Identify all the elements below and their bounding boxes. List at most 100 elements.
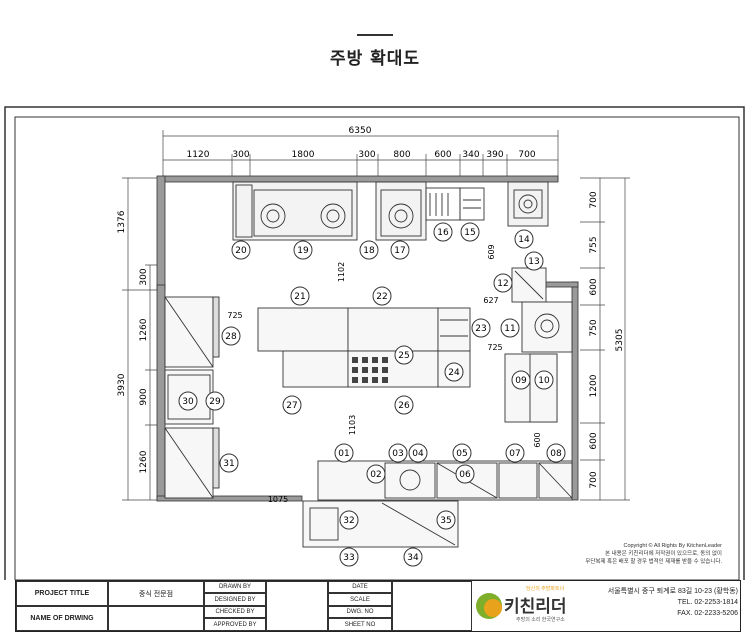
dim-right-600a: 600	[589, 278, 599, 295]
equipment-label-27: 27	[282, 395, 302, 415]
equipment-label-09: 09	[511, 370, 531, 390]
project-title-label: PROJECT TITLE	[16, 581, 108, 606]
svg-text:13: 13	[528, 257, 539, 267]
equipment-label-12: 12	[493, 273, 513, 293]
equipment-label-19: 19	[293, 240, 313, 260]
equipment-label-25: 25	[394, 345, 414, 365]
equipment-label-04: 04	[408, 443, 428, 463]
center-island	[257, 307, 471, 388]
svg-text:03: 03	[392, 449, 403, 459]
dim-left-1260a: 1260	[139, 318, 149, 341]
title-decoration-line	[357, 34, 393, 36]
equipment-label-28: 28	[221, 326, 241, 346]
top-equipment	[232, 181, 549, 241]
equipment-label-21: 21	[290, 286, 310, 306]
svg-text:12: 12	[497, 279, 508, 289]
equipment-label-07: 07	[505, 443, 525, 463]
right-equipment	[504, 267, 573, 423]
equipment-label-33: 33	[339, 547, 359, 567]
equipment-label-22: 22	[372, 286, 392, 306]
left-dimension-texts: 1376 3930 300 1260 900 1260	[117, 210, 149, 473]
dim-right-5305: 5305	[615, 329, 625, 352]
svg-text:17: 17	[394, 246, 405, 256]
svg-text:34: 34	[407, 553, 419, 563]
inner-border	[14, 116, 740, 580]
dim-right-755: 755	[589, 236, 599, 253]
equipment-label-06: 06	[455, 464, 475, 484]
svg-text:02: 02	[370, 470, 381, 480]
svg-text:16: 16	[437, 228, 449, 238]
svg-text:29: 29	[209, 397, 221, 407]
logo-subtext: 주방의 소리 한국연구소	[516, 617, 565, 623]
drawing-name-label: NAME OF DRWING	[16, 606, 108, 631]
dwg-no-label: DWG. NO	[328, 606, 392, 618]
equipment-label-24: 24	[444, 362, 464, 382]
drawn-by-label: DRAWN BY	[204, 581, 266, 593]
dim-top-9: 700	[518, 150, 535, 160]
svg-text:30: 30	[182, 397, 194, 407]
equipment-label-10: 10	[534, 370, 554, 390]
dim-top-1: 1120	[187, 150, 210, 160]
equipment-label-23: 23	[471, 318, 491, 338]
dim-left-1260b: 1260	[139, 450, 149, 473]
svg-text:04: 04	[412, 449, 424, 459]
equipment-label-29: 29	[205, 391, 225, 411]
dim-top-3: 1800	[292, 150, 315, 160]
svg-text:19: 19	[297, 246, 309, 256]
date-label: DATE	[328, 581, 392, 593]
dim-inner-725b: 725	[227, 311, 242, 320]
equipment-label-14: 14	[514, 229, 534, 249]
dim-top-4: 300	[358, 150, 375, 160]
svg-text:33: 33	[343, 553, 354, 563]
dim-inner-600: 600	[533, 432, 542, 447]
values-box	[392, 581, 472, 631]
equipment-label-11: 11	[500, 318, 520, 338]
dim-top-8: 390	[486, 150, 503, 160]
logo-tagline: 당신의 주방파트너	[526, 586, 565, 592]
equipment-label-18: 18	[359, 240, 379, 260]
approved-by-label: APPROVED BY	[204, 618, 266, 631]
equipment-label-08: 08	[546, 443, 566, 463]
dim-left-900: 900	[139, 388, 149, 405]
copyright-line-1: Copyright © All Rights By KitchenLeader	[623, 542, 722, 549]
dim-left-1376: 1376	[117, 210, 127, 233]
logo-sun-icon	[484, 599, 502, 617]
equipment-label-35: 35	[436, 510, 456, 530]
svg-text:01: 01	[338, 449, 349, 459]
dim-top-6: 600	[434, 150, 451, 160]
equipment-label-15: 15	[460, 222, 480, 242]
equipment-label-26: 26	[394, 395, 414, 415]
dim-total-width: 6350	[349, 126, 372, 136]
equipment-label-13: 13	[524, 251, 544, 271]
svg-text:32: 32	[343, 516, 354, 526]
svg-text:25: 25	[398, 351, 409, 361]
equipment-label-03: 03	[388, 443, 408, 463]
sheet-no-label: SHEET NO	[328, 618, 392, 631]
company-address: 서울특별시 중구 퇴계로 83길 10-23 (황학동)	[607, 588, 738, 595]
dim-inner-1075: 1075	[268, 495, 288, 504]
inner-dimension-texts: 1102 1103 609 627 725 725 1075 600	[227, 244, 542, 504]
signature-box	[266, 581, 328, 631]
bottom-counter	[302, 460, 573, 548]
svg-text:27: 27	[286, 401, 297, 411]
scale-label: SCALE	[328, 593, 392, 606]
svg-text:06: 06	[459, 470, 471, 480]
svg-text:20: 20	[235, 246, 247, 256]
equipment-labels: 01 02 03 04 05 06 07 08 09 10 11 12 13 1…	[178, 222, 566, 567]
title-block: PROJECT TITLE 중식 전문점 NAME OF DRWING DRAW…	[15, 580, 741, 632]
company-logo: 당신의 주방파트너 키친리더 주방의 소리 한국연구소	[474, 585, 592, 627]
dim-top-5: 800	[393, 150, 410, 160]
dim-top-2: 300	[232, 150, 249, 160]
drawing-name-value	[108, 606, 204, 631]
dim-inner-1103: 1103	[348, 415, 357, 435]
island-burner-grid	[352, 357, 388, 383]
equipment-label-31: 31	[219, 453, 239, 473]
dim-inner-1102: 1102	[337, 262, 346, 282]
copyright-line-3: 무단복제 혹은 배포 할 경우 법적인 제재를 받을 수 있습니다.	[585, 557, 722, 565]
company-contact: 서울특별시 중구 퇴계로 83길 10-23 (황학동) TEL. 02-225…	[598, 586, 738, 619]
svg-text:35: 35	[440, 516, 451, 526]
svg-text:21: 21	[294, 292, 305, 302]
walls	[156, 175, 579, 502]
dim-right-700b: 700	[589, 471, 599, 488]
svg-text:18: 18	[363, 246, 375, 256]
